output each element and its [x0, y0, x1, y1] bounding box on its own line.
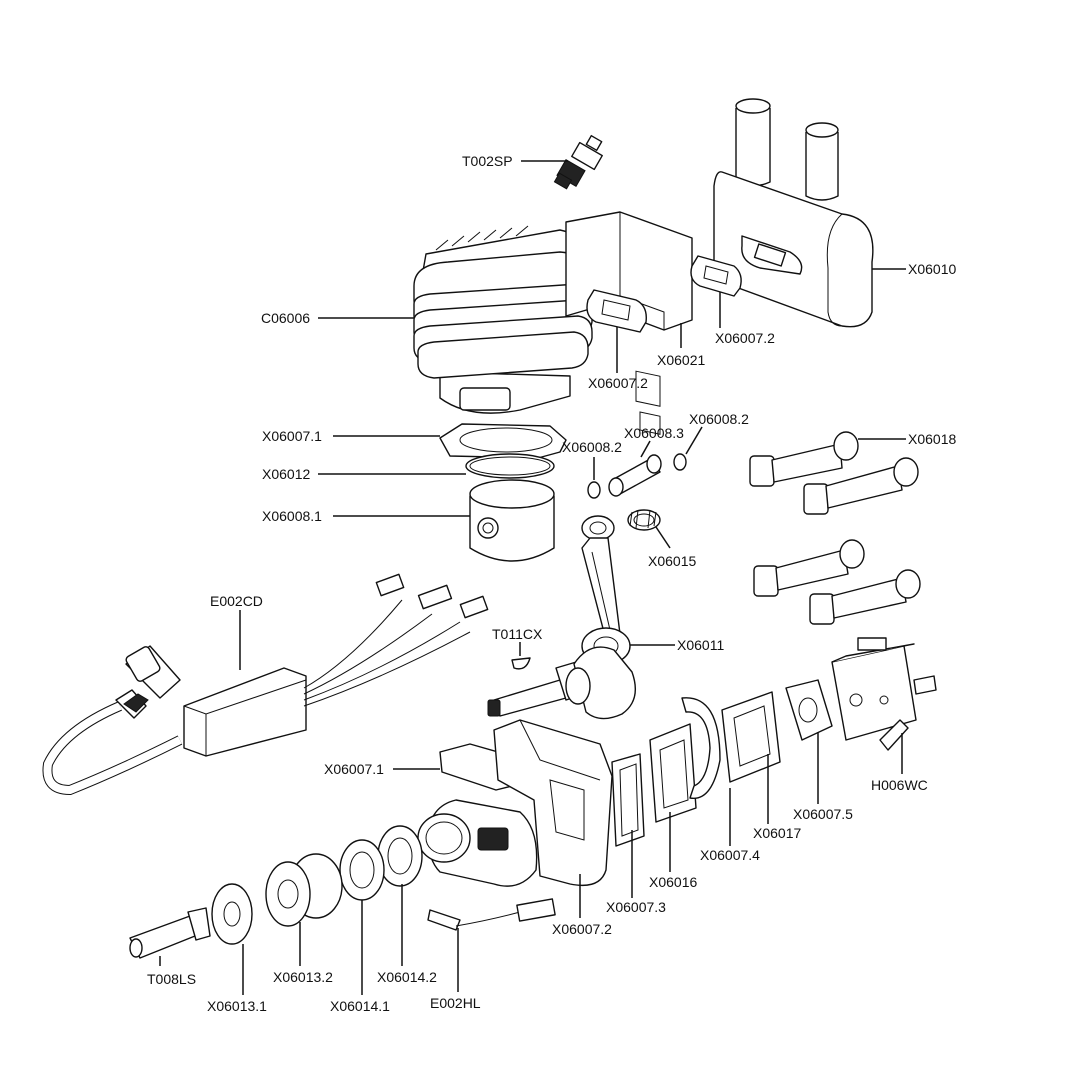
muffler-gasket-right [690, 255, 742, 297]
label-x06007-2-bottom: X06007.2 [552, 921, 612, 937]
label-x06015: X06015 [648, 553, 696, 569]
label-x06018: X06018 [908, 431, 956, 447]
label-x06007-2-top-right: X06007.2 [715, 330, 775, 346]
spark-plug [553, 134, 603, 190]
connecting-rod [581, 515, 631, 665]
hall-sensor [427, 898, 556, 931]
label-t002sp: T002SP [462, 153, 513, 169]
prop-shaft [129, 907, 211, 959]
piston-ring [465, 453, 555, 479]
circlip-left [587, 481, 601, 499]
label-x06013-1: X06013.1 [207, 998, 267, 1014]
label-h006wc: H006WC [871, 777, 928, 793]
label-t011cx: T011CX [492, 626, 543, 642]
bolt [749, 431, 859, 487]
intake-gasket-3 [611, 753, 645, 847]
label-x06013-2: X06013.2 [273, 969, 333, 985]
label-x06017: X06017 [753, 825, 801, 841]
carburetor-gasket [785, 679, 833, 741]
label-x06007-1-bottom: X06007.1 [324, 761, 384, 777]
crankshaft [487, 646, 636, 720]
ignition-module [42, 573, 489, 796]
crankcase [417, 719, 613, 887]
label-x06007-1-top: X06007.1 [262, 428, 322, 444]
piston [469, 479, 555, 562]
label-x06007-4: X06007.4 [700, 847, 760, 863]
label-x06010: X06010 [908, 261, 956, 277]
label-x06016: X06016 [649, 874, 697, 890]
reed-valve [649, 723, 697, 823]
prop-hub [265, 853, 343, 927]
muffler-gasket-left [586, 289, 647, 333]
leader-lines [159, 160, 906, 995]
woodruff-key [511, 657, 531, 670]
label-x06008-1: X06008.1 [262, 508, 322, 524]
label-x06014-2: X06014.2 [377, 969, 437, 985]
bolt [803, 457, 919, 515]
label-x06007-2-top-left: X06007.2 [588, 375, 648, 391]
muffler [712, 98, 874, 328]
label-x06011: X06011 [677, 637, 724, 653]
main-bearing-1 [339, 839, 385, 901]
circlip-right [673, 453, 687, 471]
label-x06008-2-right: X06008.2 [689, 411, 749, 427]
needle-bearing [627, 509, 661, 531]
label-x06014-1: X06014.1 [330, 998, 390, 1014]
bolt [753, 539, 865, 597]
label-x06012: X06012 [262, 466, 310, 482]
label-x06021: X06021 [657, 352, 705, 368]
prop-washer [211, 883, 253, 945]
mount-bolts [749, 431, 921, 625]
intake-gasket-4 [681, 697, 721, 799]
label-x06007-5: X06007.5 [793, 806, 853, 822]
label-x06007-3: X06007.3 [606, 899, 666, 915]
piston-pin [608, 454, 662, 497]
label-x06008-3: X06008.3 [624, 425, 684, 441]
part-labels: T002SP X06010 C06006 X06021 X06007.2 X06… [147, 153, 956, 1014]
main-bearing-2 [377, 825, 423, 887]
label-t008ls: T008LS [147, 971, 196, 987]
intake-spacer [721, 691, 781, 783]
label-c06006: C06006 [261, 310, 310, 326]
label-e002cd: E002CD [210, 593, 263, 609]
cylinder-base-gasket [439, 423, 567, 459]
carburetor [831, 637, 937, 751]
cylinder [413, 225, 593, 414]
label-e002hl: E002HL [430, 995, 481, 1011]
label-x06008-2-left: X06008.2 [562, 439, 622, 455]
bolt [809, 569, 921, 625]
